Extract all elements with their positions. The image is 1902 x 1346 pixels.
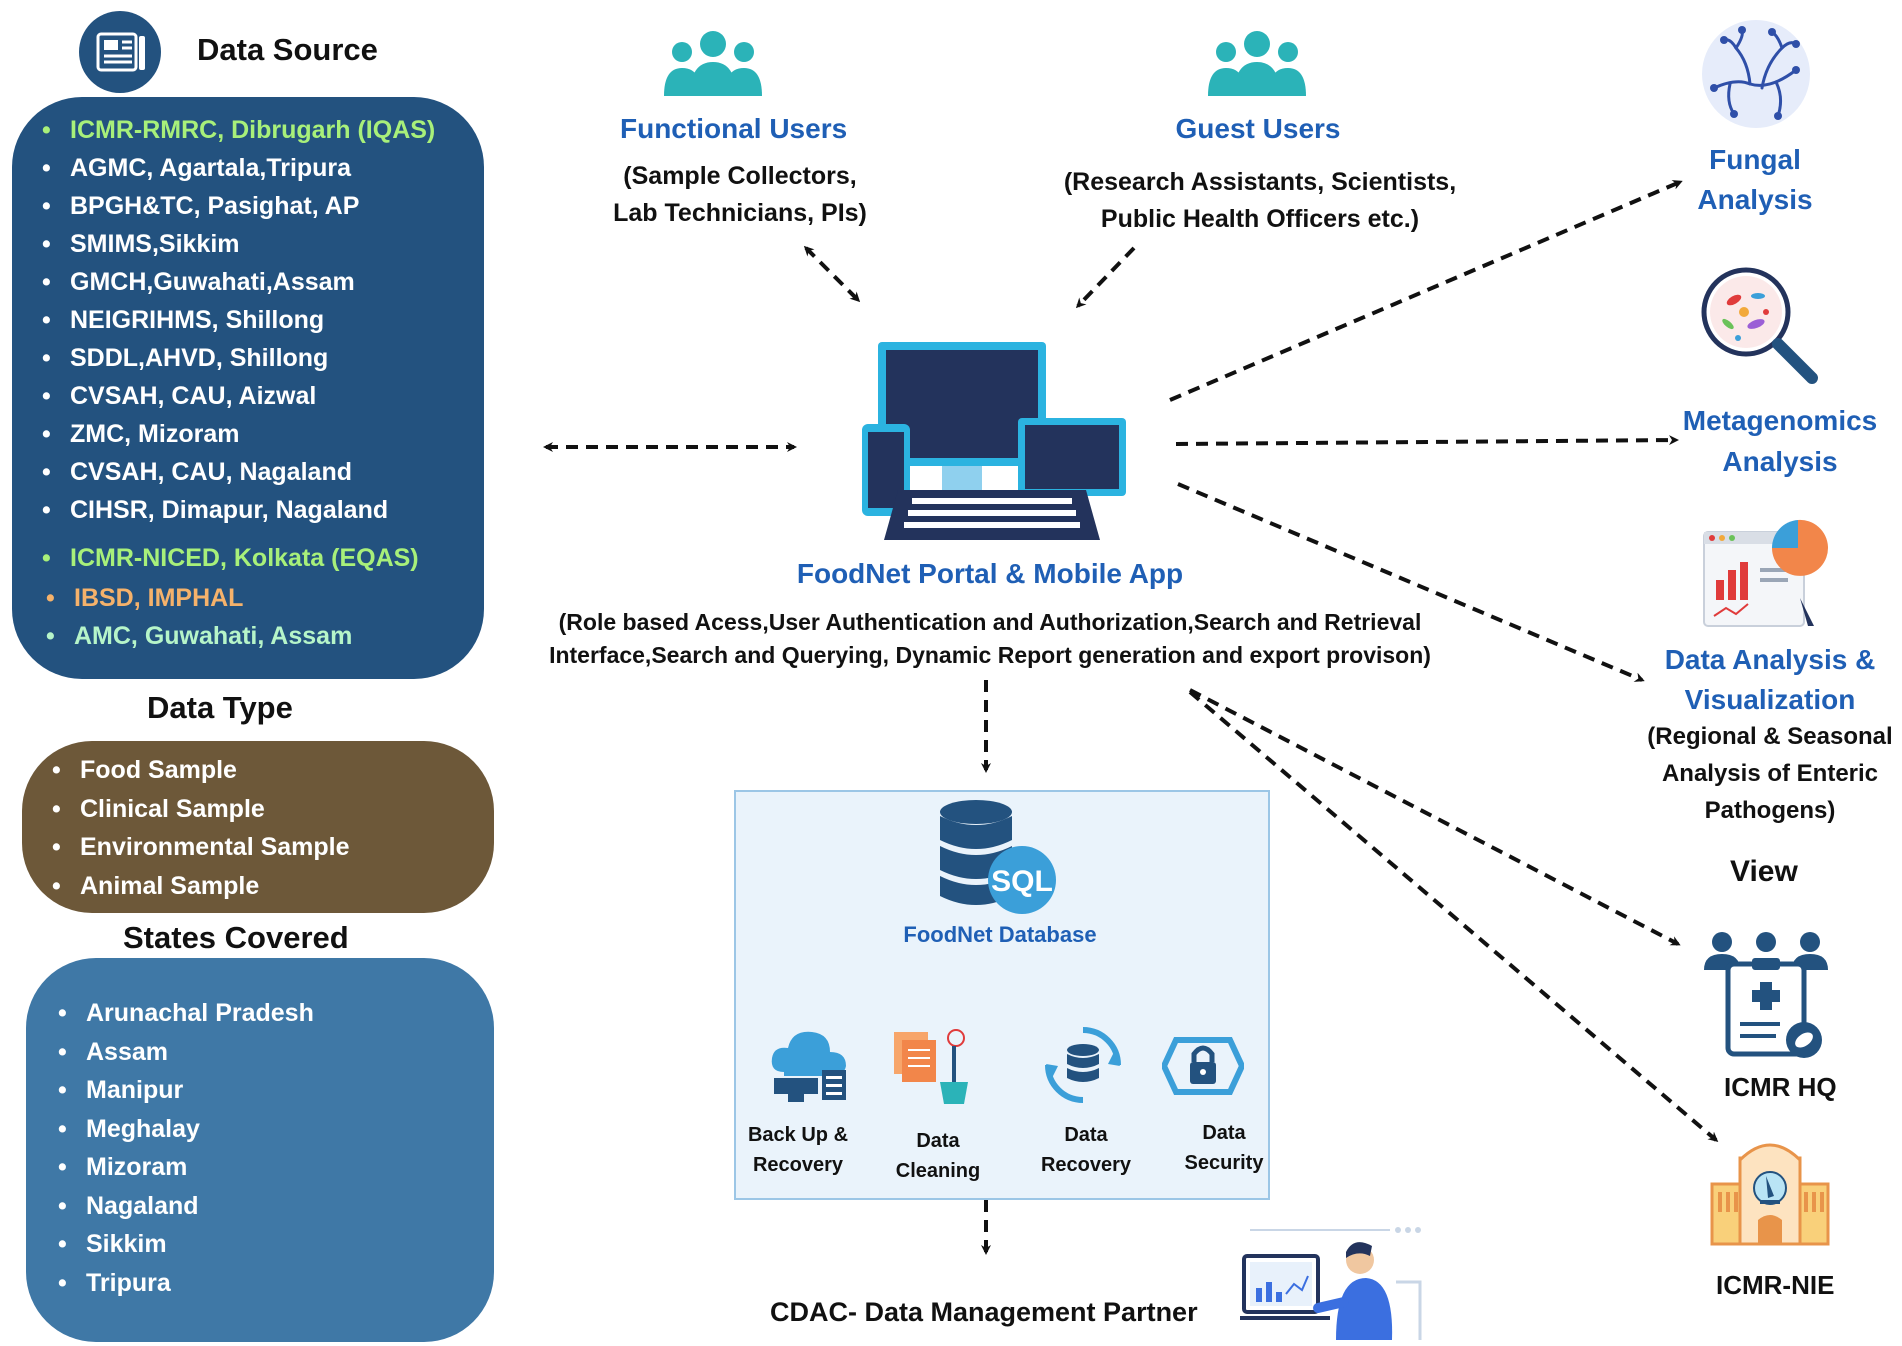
- arrow-guest-users-portal: [1075, 246, 1136, 309]
- function-label-line: Data: [1202, 1122, 1246, 1144]
- arrow-portal-icmr-hq: [1189, 688, 1681, 946]
- data-source-title: Data Source: [197, 32, 378, 67]
- list-item: Food Sample: [52, 751, 494, 790]
- functional-users-title: Functional Users: [620, 113, 848, 144]
- sql-database-icon: SQL: [940, 800, 1056, 914]
- data-visualization-desc-line: (Regional & Seasonal: [1647, 723, 1893, 750]
- function-label-line: Cleaning: [895, 1160, 981, 1182]
- guest-users-desc-line: Public Health Officers etc.): [1100, 205, 1420, 233]
- list-item: Mizoram: [58, 1148, 494, 1187]
- backup-recovery-label: Back Up & Recovery: [738, 1120, 858, 1180]
- list-item: Clinical Sample: [52, 790, 494, 829]
- function-label-line: Recovery: [752, 1154, 844, 1176]
- functional-users-desc-line: Lab Technicians, PIs): [613, 199, 867, 227]
- list-item: AGMC, Agartala,Tripura: [42, 149, 484, 187]
- icmr-nie-building-icon: [1710, 1143, 1830, 1246]
- list-item: CVSAH, CAU, Aizwal: [42, 377, 484, 415]
- data-visualization-line: Data Analysis &: [1664, 644, 1876, 675]
- arrow-portal-icmr-nie: [1188, 690, 1719, 1142]
- data-cleaning-icon: [894, 1029, 968, 1104]
- functional-users-desc: (Sample Collectors, Lab Technicians, PIs…: [575, 158, 905, 232]
- list-item: SMIMS,Sikkim: [42, 225, 484, 263]
- database-title: FoodNet Database: [903, 922, 1097, 947]
- sql-label: SQL: [991, 865, 1053, 898]
- fungal-analysis-line: Fungal: [1709, 144, 1801, 175]
- data-type-panel: Food Sample Clinical Sample Environmenta…: [22, 741, 494, 913]
- function-label-line: Data: [1064, 1124, 1108, 1146]
- icmr-nie-label: ICMR-NIE: [1716, 1270, 1835, 1300]
- data-visualization-title: Data Analysis & Visualization: [1650, 640, 1890, 720]
- metagenomics-analysis-line: Analysis: [1722, 446, 1838, 477]
- list-item: Arunachal Pradesh: [58, 994, 494, 1033]
- portal-desc-line: Interface,Search and Querying, Dynamic R…: [549, 642, 1431, 668]
- list-item: ZMC, Mizoram: [42, 415, 484, 453]
- arrow-portal-visualization: [1177, 482, 1645, 682]
- list-item: Manipur: [58, 1071, 494, 1110]
- portal-desc: (Role based Acess,User Authentication an…: [540, 606, 1440, 672]
- portal-desc-line: (Role based Acess,User Authentication an…: [558, 609, 1422, 635]
- states-covered-panel: Arunachal Pradesh Assam Manipur Meghalay…: [26, 958, 494, 1342]
- icmr-hq-label: ICMR HQ: [1724, 1072, 1837, 1102]
- list-item: SDDL,AHVD, Shillong: [42, 339, 484, 377]
- arrow-functional-users-portal: [803, 245, 861, 303]
- function-label-line: Data: [916, 1130, 960, 1152]
- list-item: Environmental Sample: [52, 828, 494, 867]
- list-item: CVSAH, CAU, Nagaland: [42, 453, 484, 491]
- fungal-analysis-icon: [1702, 20, 1810, 128]
- data-visualization-icon: [1703, 519, 1828, 627]
- list-item: AMC, Guwahati, Assam: [46, 617, 488, 655]
- portal-devices-icon: [862, 342, 1126, 540]
- list-item: NEIGRIHMS, Shillong: [42, 301, 484, 339]
- cdac-label: CDAC- Data Management Partner: [770, 1297, 1198, 1327]
- arrow-portal-fungal: [1169, 180, 1683, 402]
- list-item: Nagaland: [58, 1187, 494, 1226]
- icmr-hq-icon: [1704, 932, 1828, 1058]
- guest-users-icon: [1208, 31, 1306, 96]
- metagenomics-magnifier-icon: [1701, 267, 1818, 384]
- data-analyst-illustration-icon: [1240, 1227, 1422, 1340]
- data-recovery-icon: [1045, 1027, 1121, 1103]
- data-visualization-line: Visualization: [1684, 684, 1856, 715]
- fungal-analysis-title: Fungal Analysis: [1660, 140, 1850, 220]
- metagenomics-analysis-line: Metagenomics: [1682, 405, 1878, 436]
- list-item: Tripura: [58, 1264, 494, 1303]
- list-item: CIHSR, Dimapur, Nagaland: [42, 491, 484, 529]
- data-recovery-label: Data Recovery: [1026, 1120, 1146, 1180]
- list-item: BPGH&TC, Pasighat, AP: [42, 187, 484, 225]
- list-item: Animal Sample: [52, 867, 494, 906]
- function-label-line: Back Up &: [747, 1124, 849, 1146]
- data-visualization-desc-line: Pathogens): [1704, 797, 1836, 824]
- function-label-line: Security: [1184, 1152, 1264, 1174]
- list-item: ICMR-RMRC, Dibrugarh (IQAS): [42, 111, 484, 149]
- data-visualization-desc: (Regional & Seasonal Analysis of Enteric…: [1640, 718, 1900, 829]
- function-label-line: Recovery: [1040, 1154, 1132, 1176]
- data-cleaning-label: Data Cleaning: [878, 1126, 998, 1186]
- data-source-panel: ICMR-RMRC, Dibrugarh (IQAS) AGMC, Agarta…: [12, 97, 484, 679]
- list-item: Sikkim: [58, 1225, 494, 1264]
- list-item: IBSD, IMPHAL: [46, 579, 488, 617]
- portal-title: FoodNet Portal & Mobile App: [796, 558, 1184, 589]
- guest-users-desc: (Research Assistants, Scientists, Public…: [1050, 164, 1470, 238]
- list-item: Meghalay: [58, 1110, 494, 1149]
- states-covered-title: States Covered: [123, 920, 349, 955]
- functional-users-icon: [664, 31, 762, 96]
- data-type-title: Data Type: [147, 690, 293, 725]
- metagenomics-analysis-title: Metagenomics Analysis: [1660, 400, 1900, 482]
- list-item: GMCH,Guwahati,Assam: [42, 263, 484, 301]
- view-title: View: [1730, 855, 1798, 888]
- arrow-portal-metagenomics: [1175, 435, 1679, 446]
- functional-users-desc-line: (Sample Collectors,: [623, 162, 857, 190]
- data-security-icon: [1162, 1037, 1244, 1095]
- backup-cloud-icon: [771, 1031, 846, 1102]
- list-item: ICMR-NICED, Kolkata (EQAS): [42, 539, 484, 577]
- fungal-analysis-line: Analysis: [1697, 184, 1813, 215]
- guest-users-title: Guest Users: [1175, 113, 1341, 144]
- guest-users-desc-line: (Research Assistants, Scientists,: [1063, 168, 1457, 196]
- list-item: Assam: [58, 1033, 494, 1072]
- data-source-icon: [79, 11, 161, 93]
- data-security-label: Data Security: [1164, 1118, 1284, 1178]
- data-visualization-desc-line: Analysis of Enteric: [1661, 760, 1879, 787]
